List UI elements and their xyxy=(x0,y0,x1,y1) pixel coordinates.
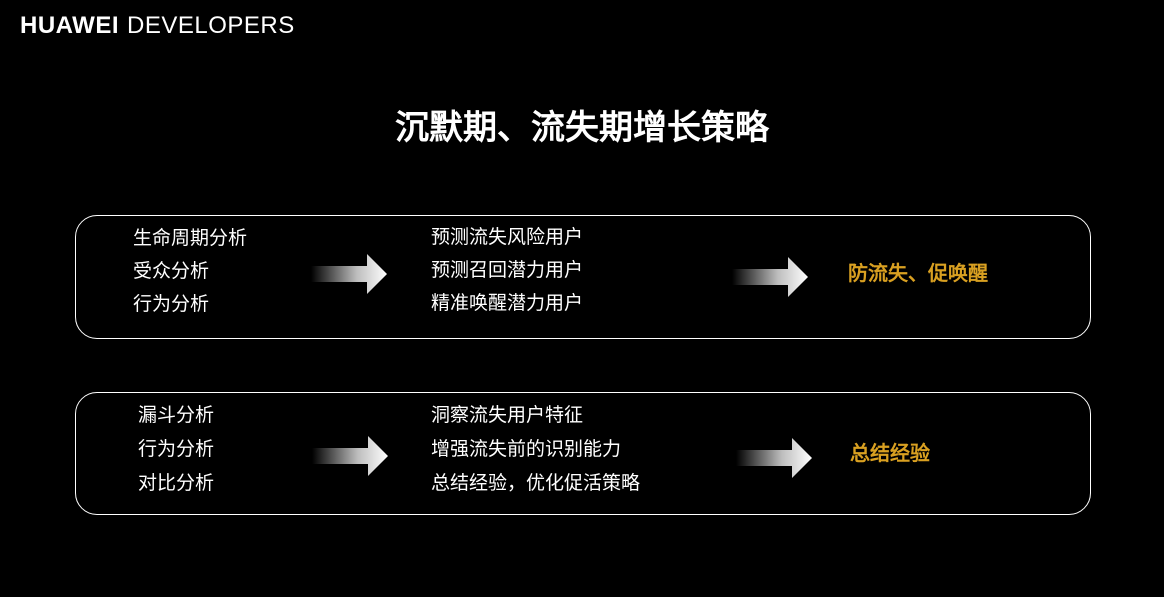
arrow-right-icon xyxy=(732,257,808,297)
outcome-item: 洞察流失用户特征 xyxy=(431,404,584,426)
arrow-right-icon xyxy=(312,436,388,476)
outcomes-list: 预测流失风险用户 预测召回潜力用户 精准唤醒潜力用户 xyxy=(431,221,583,320)
outcome-item: 增强流失前的识别能力 xyxy=(431,438,622,460)
outcome-item: 预测流失风险用户 xyxy=(431,226,584,248)
strategy-result: 总结经验 xyxy=(850,441,930,465)
analysis-method-item: 生命周期分析 xyxy=(133,227,248,249)
strategy-panel-2: 漏斗分析 行为分析 对比分析 洞察流失用户特征 增强流失前的识别能力 总结经验，… xyxy=(75,392,1091,515)
analysis-methods-list: 漏斗分析 行为分析 对比分析 xyxy=(138,398,214,500)
strategy-panel-1: 生命周期分析 受众分析 行为分析 预测流失风险用户 预测召回潜力用户 精准唤醒潜… xyxy=(75,215,1091,339)
page-title: 沉默期、流失期增长策略 xyxy=(395,108,769,148)
analysis-method-item: 对比分析 xyxy=(138,472,215,494)
analysis-method-item: 行为分析 xyxy=(133,293,210,315)
brand-logo: HUAWEI DEVELOPERS xyxy=(20,12,295,40)
outcomes-list: 洞察流失用户特征 增强流失前的识别能力 总结经验，优化促活策略 xyxy=(431,398,640,500)
analysis-method-item: 漏斗分析 xyxy=(138,404,215,426)
analysis-method-item: 受众分析 xyxy=(133,260,210,282)
brand-name-strong: HUAWEI xyxy=(20,12,119,39)
analysis-methods-list: 生命周期分析 受众分析 行为分析 xyxy=(133,222,247,321)
outcome-item: 总结经验，优化促活策略 xyxy=(431,472,641,494)
strategy-result: 防流失、促唤醒 xyxy=(848,261,988,285)
brand-name-light: DEVELOPERS xyxy=(127,12,295,39)
arrow-right-icon xyxy=(736,438,812,478)
outcome-item: 精准唤醒潜力用户 xyxy=(431,292,584,314)
arrow-right-icon xyxy=(311,254,387,294)
analysis-method-item: 行为分析 xyxy=(138,438,215,460)
outcome-item: 预测召回潜力用户 xyxy=(431,259,584,281)
